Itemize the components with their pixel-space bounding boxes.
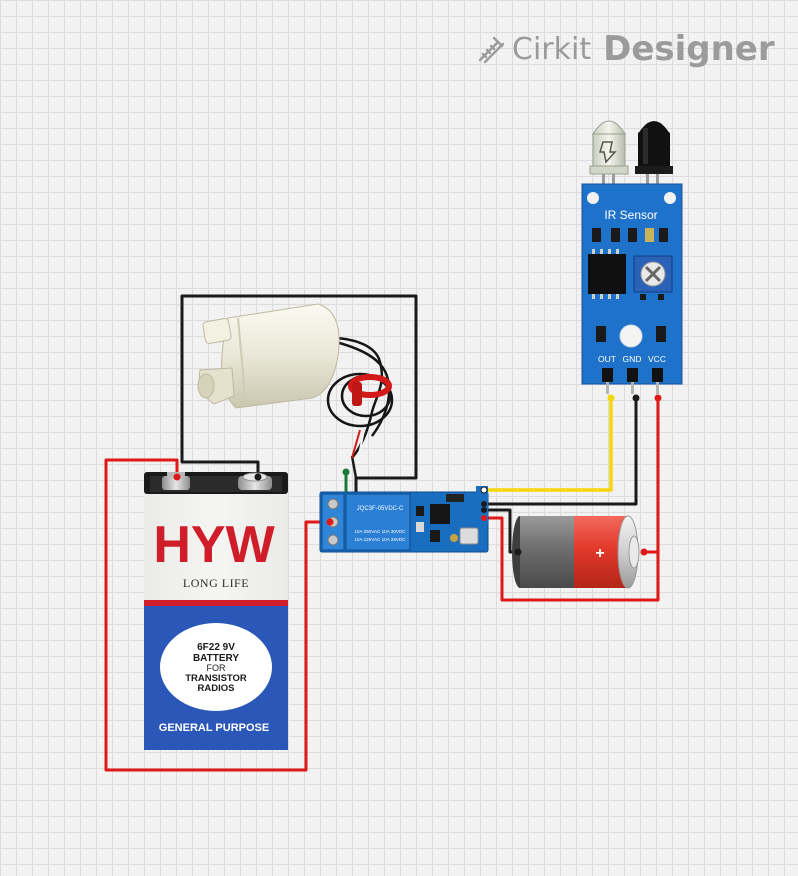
relay-cube (345, 493, 411, 551)
battery-footer: GENERAL PURPOSE (159, 722, 269, 734)
relay-module[interactable]: JQC3F-05VDC-C 10A 250VAC 10A 30VDC 10A 1… (319, 486, 489, 553)
cirkit-designer-logo: Cirkit Designer (474, 26, 775, 72)
pin-label-out: OUT (598, 354, 616, 364)
water-pump[interactable] (197, 303, 394, 461)
relay-model: JQC3F-05VDC-C (357, 506, 404, 512)
relay-pin-gnd2-endpoint[interactable] (481, 507, 487, 513)
relay-rating-2: 10A 125VAC 10A 28VDC (354, 537, 406, 542)
battery-negative-endpoint[interactable] (254, 473, 262, 481)
cell-negative-endpoint[interactable] (514, 548, 522, 556)
pin-vcc-endpoint[interactable] (654, 394, 662, 402)
wire-sensor-gnd[interactable] (484, 398, 638, 506)
logo-brand-text: Cirkit (512, 31, 592, 67)
wrench-ruler-icon (478, 36, 505, 64)
cell-plus-symbol: + (595, 545, 604, 562)
wire-sensor-out[interactable] (484, 398, 613, 492)
relay-pin-vcc-endpoint[interactable] (481, 515, 487, 521)
battery-spec-line-4: TRANSISTOR (185, 673, 247, 684)
battery-spec-line-1: 6F22 9V (197, 642, 235, 653)
wire-sensor-vcc[interactable] (484, 398, 660, 602)
pin-label-vcc: VCC (648, 354, 666, 364)
pin-gnd-endpoint[interactable] (632, 394, 640, 402)
relay-timer-chip (430, 504, 450, 524)
battery-positive-endpoint[interactable] (173, 473, 181, 481)
relay-rating-1: 10A 250VAC 10A 30VDC (354, 529, 406, 534)
wire-pump-loop[interactable] (180, 294, 418, 492)
relay-pin-in-endpoint[interactable] (480, 486, 488, 494)
logo-product-text: Designer (603, 29, 775, 69)
comparator-chip (588, 254, 626, 294)
battery-tagline: LONG LIFE (183, 576, 249, 590)
relay-usb-port[interactable] (459, 527, 479, 545)
pin-out-endpoint[interactable] (607, 394, 615, 402)
battery-brand: HYW (153, 516, 275, 574)
cell-battery[interactable]: + (512, 515, 640, 589)
ir-sensor-module[interactable]: IR Sensor OUT GND VCC (581, 120, 683, 394)
ir-receiver-led (635, 121, 673, 174)
wires (104, 294, 660, 772)
ir-emitter-led (589, 120, 629, 175)
ir-sensor-title: IR Sensor (604, 208, 657, 222)
battery-9v[interactable]: HYW LONG LIFE 6F22 9V BATTERY FOR TRANSI… (144, 472, 288, 750)
cell-positive-endpoint[interactable] (640, 548, 648, 556)
battery-spec-line-2: BATTERY (193, 653, 239, 664)
cable-tie (348, 374, 392, 406)
battery-spec-line-3: FOR (207, 663, 226, 673)
wire-battery-red[interactable] (104, 458, 330, 772)
relay-button[interactable] (446, 494, 464, 502)
wire-pump-lead[interactable] (350, 455, 358, 479)
relay-pin-gnd-endpoint[interactable] (481, 501, 487, 507)
battery-spec-line-5: RADIOS (198, 683, 235, 694)
relay-com-endpoint[interactable] (326, 518, 334, 526)
battery-spec-oval (160, 623, 272, 711)
pin-label-gnd: GND (623, 354, 642, 364)
relay-green-endpoint[interactable] (342, 468, 350, 476)
